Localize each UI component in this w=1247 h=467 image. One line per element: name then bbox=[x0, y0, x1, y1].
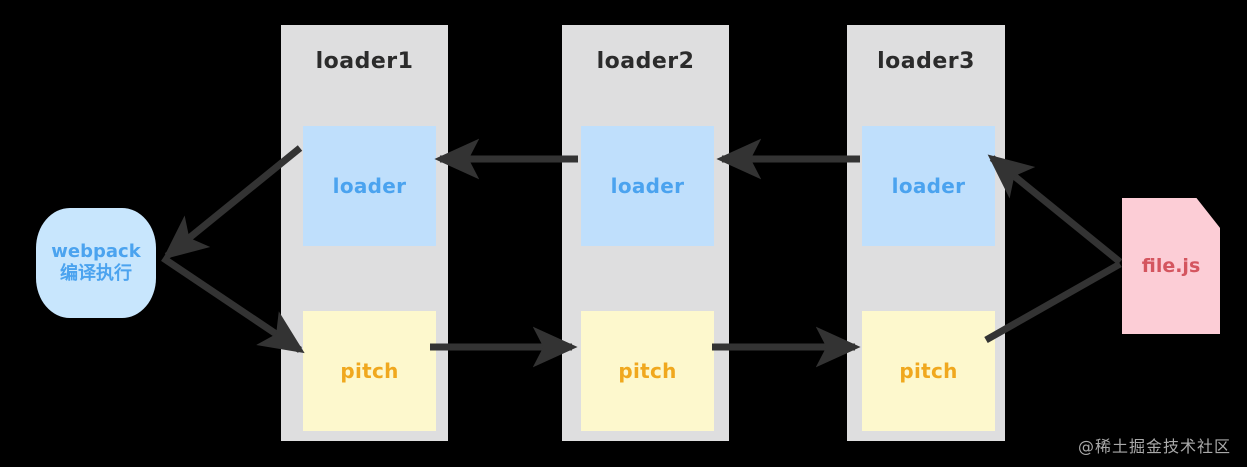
loader2-pitch-box[interactable]: pitch bbox=[581, 311, 714, 431]
loader2-loader-label: loader bbox=[610, 174, 685, 198]
loader-column-2-title: loader2 bbox=[596, 49, 695, 74]
loader3-loader-label: loader bbox=[891, 174, 966, 198]
loader-column-1-title: loader1 bbox=[315, 49, 414, 74]
arrow-filejs-to-loader3 bbox=[987, 154, 1123, 265]
arrow-webpack-to-pitch1 bbox=[161, 255, 305, 354]
loader-column-2: loader2 loader pitch bbox=[562, 25, 729, 441]
file-js-node[interactable]: file.js bbox=[1122, 198, 1220, 334]
loader1-loader-label: loader bbox=[332, 174, 407, 198]
loader-column-3-title: loader3 bbox=[877, 49, 975, 74]
loader-column-1: loader1 loader pitch bbox=[281, 25, 448, 441]
webpack-label-line1: webpack bbox=[51, 240, 141, 262]
watermark: @稀土掘金技术社区 bbox=[1077, 437, 1231, 456]
loader2-pitch-label: pitch bbox=[618, 359, 677, 383]
loader2-loader-box[interactable]: loader bbox=[581, 126, 714, 246]
loader1-loader-box[interactable]: loader bbox=[303, 126, 436, 246]
arrow-pitch3-to-filejs bbox=[984, 260, 1122, 344]
loader3-pitch-label: pitch bbox=[899, 359, 958, 383]
loader3-loader-box[interactable]: loader bbox=[862, 126, 995, 246]
loader-column-3: loader3 loader pitch bbox=[847, 25, 1005, 441]
loader3-pitch-box[interactable]: pitch bbox=[862, 311, 995, 431]
loader1-pitch-box[interactable]: pitch bbox=[303, 311, 436, 431]
file-js-label: file.js bbox=[1141, 255, 1201, 277]
loader1-pitch-label: pitch bbox=[340, 359, 399, 383]
webpack-source-node[interactable]: webpack 编译执行 bbox=[36, 208, 156, 318]
webpack-label-line2: 编译执行 bbox=[60, 263, 132, 284]
